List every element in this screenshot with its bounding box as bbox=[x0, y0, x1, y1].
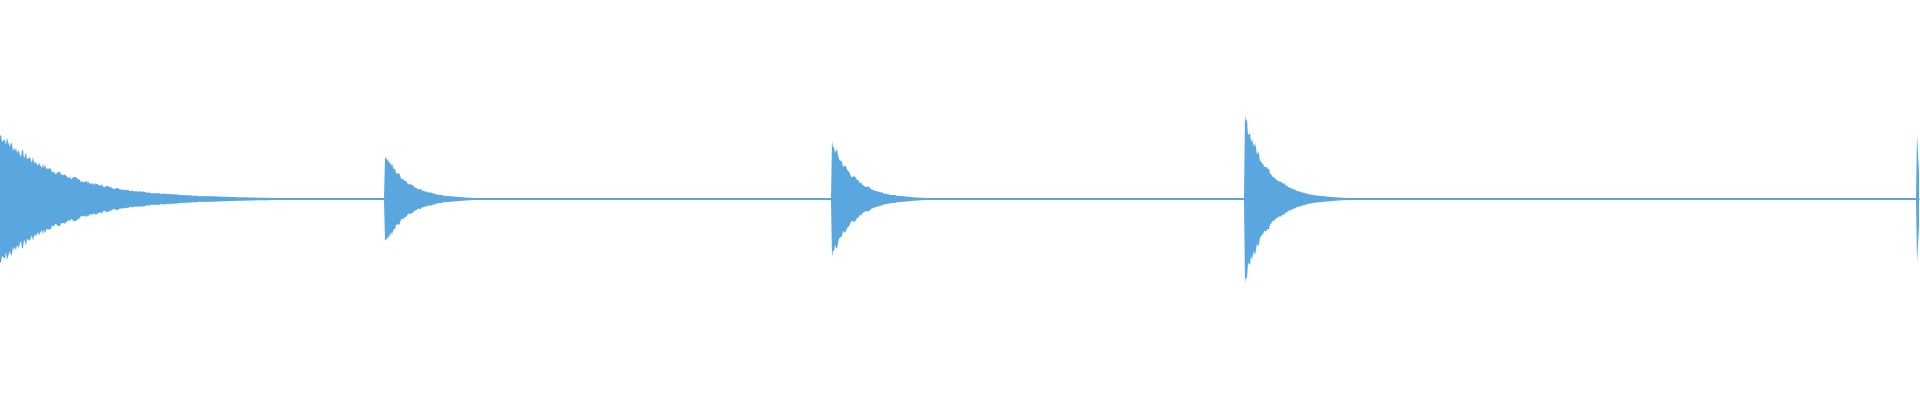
waveform-envelope bbox=[0, 114, 1919, 284]
